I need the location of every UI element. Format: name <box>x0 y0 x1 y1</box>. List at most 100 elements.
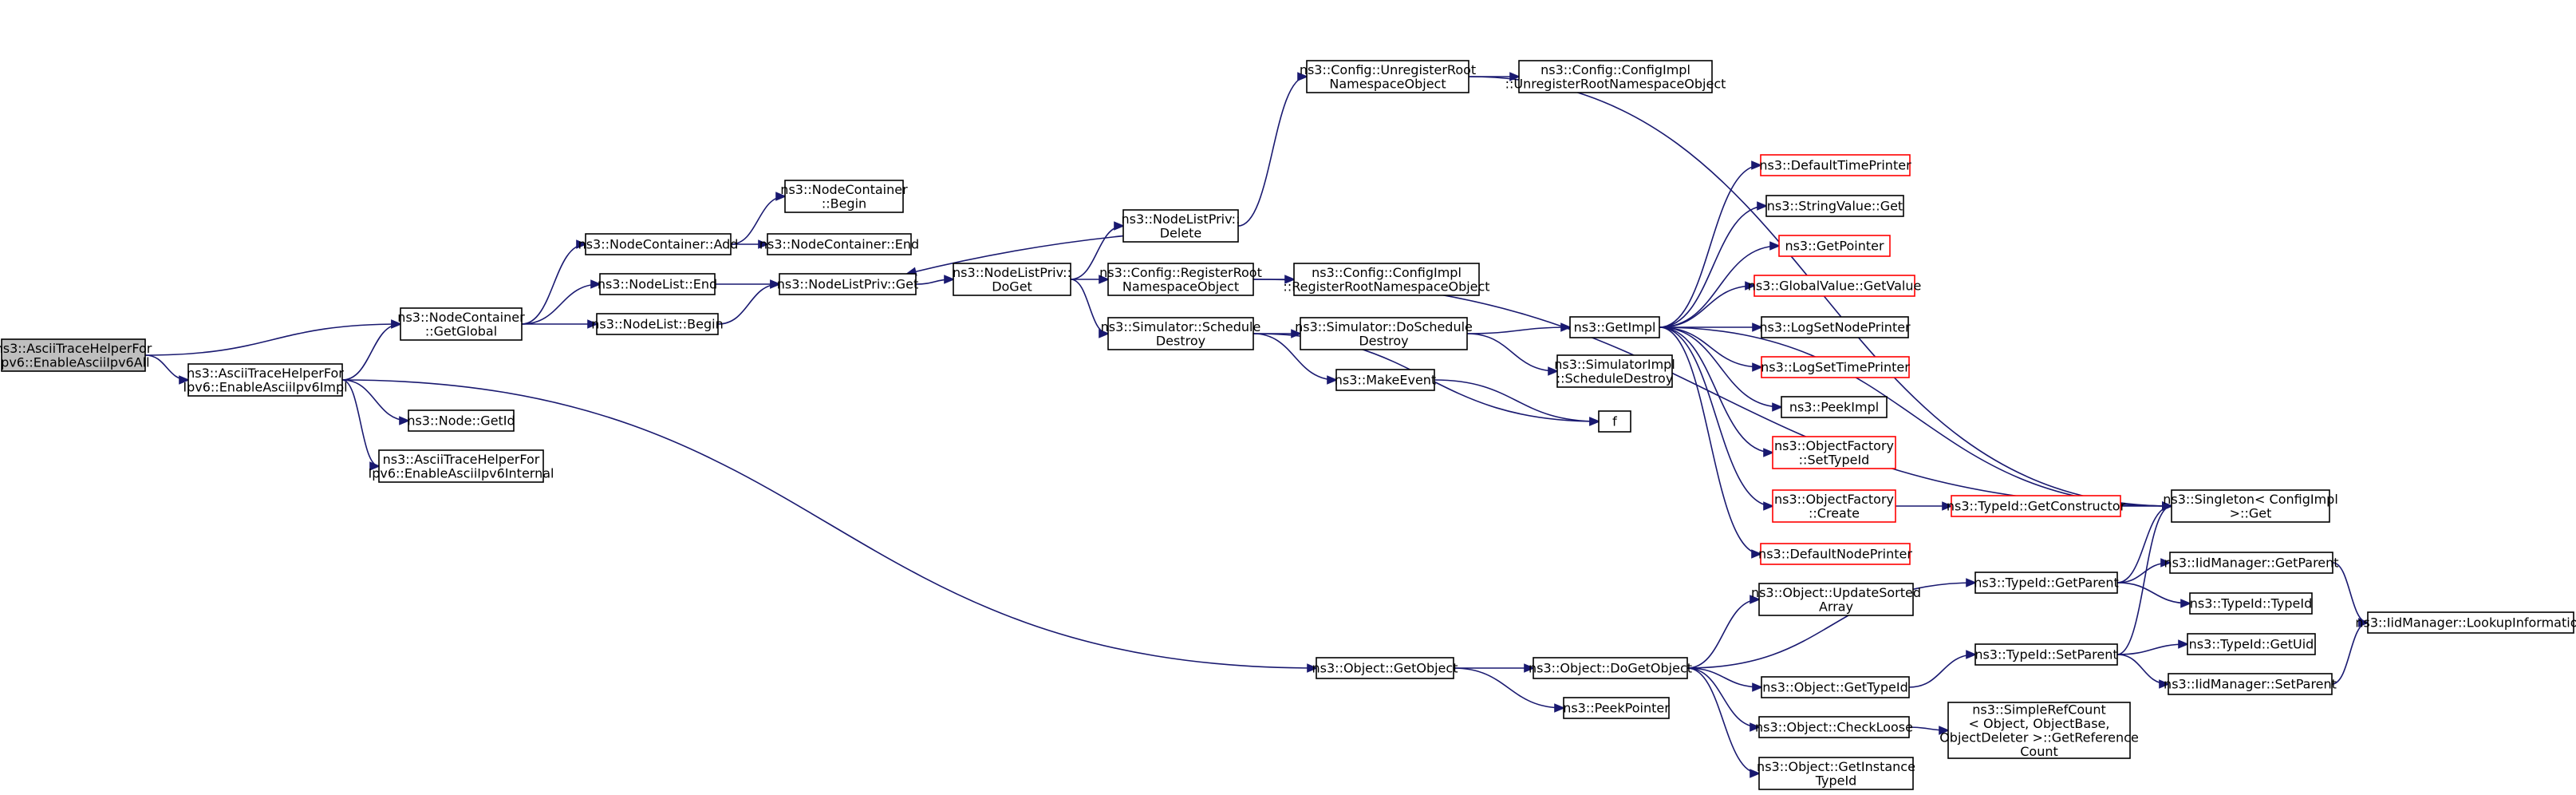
arrowhead-icon <box>1548 366 1560 376</box>
node-objdogetobject[interactable]: ns3::Object::DoGetObject <box>1529 657 1692 679</box>
node-box <box>1107 263 1254 296</box>
node-nlpdoget[interactable]: ns3::NodeListPriv::DoGet <box>953 263 1071 296</box>
node-iidsetparent[interactable]: ns3::IidManager::SetParent <box>2164 673 2337 695</box>
edge-line <box>906 235 1124 275</box>
edge-objcheckloose-to-simplerefcount <box>1908 726 1951 735</box>
node-box <box>1781 396 1888 418</box>
node-enableinternal[interactable]: ns3::AsciiTraceHelperForIpv6::EnableAsci… <box>369 449 554 483</box>
edge-typeidsetparent-to-typeidgetuid <box>2116 639 2190 655</box>
node-singletonget[interactable]: ns3::Singleton< ConfigImpl >::Get <box>2163 489 2338 523</box>
node-label: ns3::NodeList::End <box>598 277 717 292</box>
node-nlbegin[interactable]: ns3::NodeList::Begin <box>591 313 724 335</box>
node-box <box>1758 583 1914 616</box>
arrowhead-icon <box>1114 221 1126 231</box>
node-nlpdelete[interactable]: ns3::NodeListPriv::Delete <box>1122 209 1241 243</box>
node-ofcreate[interactable]: ns3::ObjectFactory::Create <box>1772 489 1896 523</box>
node-deftimeprinter[interactable]: ns3::DefaultTimePrinter <box>1759 154 1911 176</box>
node-label: ns3::Simulator::Schedule <box>1101 319 1261 334</box>
node-label: ns3::NodeListPriv:: <box>1122 212 1241 227</box>
node-box <box>1761 316 1909 338</box>
arrowhead-icon <box>1589 417 1601 426</box>
node-nlend[interactable]: ns3::NodeList::End <box>598 273 717 295</box>
node-makeevent[interactable]: ns3::MakeEvent <box>1335 369 1436 391</box>
node-box <box>1761 676 1910 698</box>
node-peekimpl[interactable]: ns3::PeekImpl <box>1781 396 1888 418</box>
edge-nlpget-to-nlpdoget <box>915 275 956 285</box>
arrowhead-icon <box>1769 241 1781 251</box>
node-ncend[interactable]: ns3::NodeContainer::End <box>759 233 919 255</box>
node-cfgimplunregister[interactable]: ns3::Config::ConfigImpl::UnregisterRootN… <box>1505 60 1726 93</box>
node-label: ::RegisterRootNamespaceObject <box>1283 279 1489 294</box>
node-getimpl[interactable]: ns3::GetImpl <box>1569 316 1660 338</box>
node-logsettime[interactable]: ns3::LogSetTimePrinter <box>1761 356 1910 378</box>
node-typeidgetparent[interactable]: ns3::TypeId::GetParent <box>1974 572 2119 594</box>
node-label: ns3::Object::GetTypeId <box>1762 680 1907 695</box>
node-objgetobject[interactable]: ns3::Object::GetObject <box>1312 657 1458 679</box>
node-label: ns3::Singleton< ConfigImpl <box>2163 492 2338 507</box>
edge-line <box>1686 667 1760 728</box>
edge-line <box>341 379 409 421</box>
node-box <box>585 233 732 255</box>
edge-enableimpl-to-objgetobject <box>341 379 1319 673</box>
call-edges <box>144 72 2370 778</box>
node-f[interactable]: f <box>1598 410 1631 433</box>
edge-getimpl-to-ofcreate <box>1659 326 1775 511</box>
node-logsetnode[interactable]: ns3::LogSetNodePrinter <box>1759 316 1911 338</box>
node-simplerefcount[interactable]: ns3::SimpleRefCount< Object, ObjectBase,… <box>1939 702 2139 759</box>
arrowhead-icon <box>1750 769 1761 778</box>
node-label: ns3::DefaultTimePrinter <box>1759 158 1911 173</box>
edge-cfgregister-to-singletonget <box>1252 279 2174 511</box>
node-label: ns3::Simulator::DoSchedule <box>1295 319 1473 334</box>
node-nodegetid[interactable]: ns3::Node::GetId <box>407 409 515 432</box>
node-typeidtypeid[interactable]: ns3::TypeId::TypeId <box>2189 592 2313 615</box>
edge-ofcreate-to-typeidgetctor <box>1896 501 1954 511</box>
node-typeidsetparent[interactable]: ns3::TypeId::SetParent <box>1974 643 2118 666</box>
edge-typeidgetparent-to-typeidtypeid <box>2116 582 2192 608</box>
node-label: Delete <box>1160 225 1202 240</box>
arrowhead-icon <box>1751 549 1763 559</box>
node-typeidgetctor[interactable]: ns3::TypeId::GetConstructor <box>1947 495 2126 517</box>
edge-ncgetglobal-to-ncadd <box>521 239 588 325</box>
edge-line <box>1659 326 1773 453</box>
node-typeidgetuid[interactable]: ns3::TypeId::GetUid <box>2187 633 2316 655</box>
edge-ncgetglobal-to-nlend <box>521 279 602 325</box>
node-iidgetparent[interactable]: ns3::IidManager::GetParent <box>2164 552 2339 574</box>
node-objgettypeid[interactable]: ns3::Object::GetTypeId <box>1761 676 1910 698</box>
edge-nlpdelete-to-cfgunregister <box>1237 72 1309 227</box>
node-strvalget[interactable]: ns3::StringValue::Get <box>1765 195 1904 217</box>
edge-line <box>2116 643 2188 655</box>
node-label: Destroy <box>1359 333 1408 348</box>
node-ofsettypeid[interactable]: ns3::ObjectFactory::SetTypeId <box>1772 436 1896 469</box>
arrowhead-icon <box>2180 599 2192 608</box>
arrowhead-icon <box>1772 402 1784 412</box>
node-nlpget[interactable]: ns3::NodeListPriv::Get <box>777 273 918 295</box>
edge-line <box>1466 326 1571 334</box>
node-enableimpl[interactable]: ns3::AsciiTraceHelperForIpv6::EnableAsci… <box>183 363 348 397</box>
node-iidlookup[interactable]: ns3::IidManager::LookupInformation <box>2355 611 2576 634</box>
node-ncadd[interactable]: ns3::NodeContainer::Add <box>578 233 739 255</box>
node-cfgregister[interactable]: ns3::Config::RegisterRootNamespaceObject <box>1099 263 1262 296</box>
edge-nlpdoget-to-cfgregister <box>1071 275 1110 284</box>
node-defnodeprinter[interactable]: ns3::DefaultNodePrinter <box>1758 543 1912 565</box>
edge-getimpl-to-peekimpl <box>1659 326 1784 412</box>
edge-objdogetobject-to-objcheckloose <box>1686 667 1761 732</box>
node-getpointer[interactable]: ns3::GetPointer <box>1778 235 1891 257</box>
node-ncbegin[interactable]: ns3::NodeContainer::Begin <box>780 180 908 213</box>
node-label: ns3::SimpleRefCount <box>1972 702 2105 717</box>
edge-line <box>2116 654 2169 685</box>
edge-ncgetglobal-to-nlbegin <box>522 319 599 329</box>
node-box <box>953 263 1071 296</box>
node-peekpointer[interactable]: ns3::PeekPointer <box>1563 697 1670 719</box>
node-label: ns3::Object::GetObject <box>1312 661 1458 676</box>
node-simscheddestroy[interactable]: ns3::Simulator::ScheduleDestroy <box>1101 317 1261 350</box>
node-ncgetglobal[interactable]: ns3::NodeContainer::GetGlobal <box>397 307 525 341</box>
node-cfgimplregister[interactable]: ns3::Config::ConfigImpl::RegisterRootNam… <box>1283 263 1490 296</box>
arrowhead-icon <box>399 416 411 425</box>
node-globalvalget[interactable]: ns3::GlobalValue::GetValue <box>1748 275 1922 297</box>
node-cfgunregister[interactable]: ns3::Config::UnregisterRootNamespaceObje… <box>1300 60 1476 93</box>
node-objcheckloose[interactable]: ns3::Object::CheckLoose <box>1755 716 1913 738</box>
node-simimplsched[interactable]: ns3::SimulatorImpl::ScheduleDestroy <box>1554 354 1675 388</box>
